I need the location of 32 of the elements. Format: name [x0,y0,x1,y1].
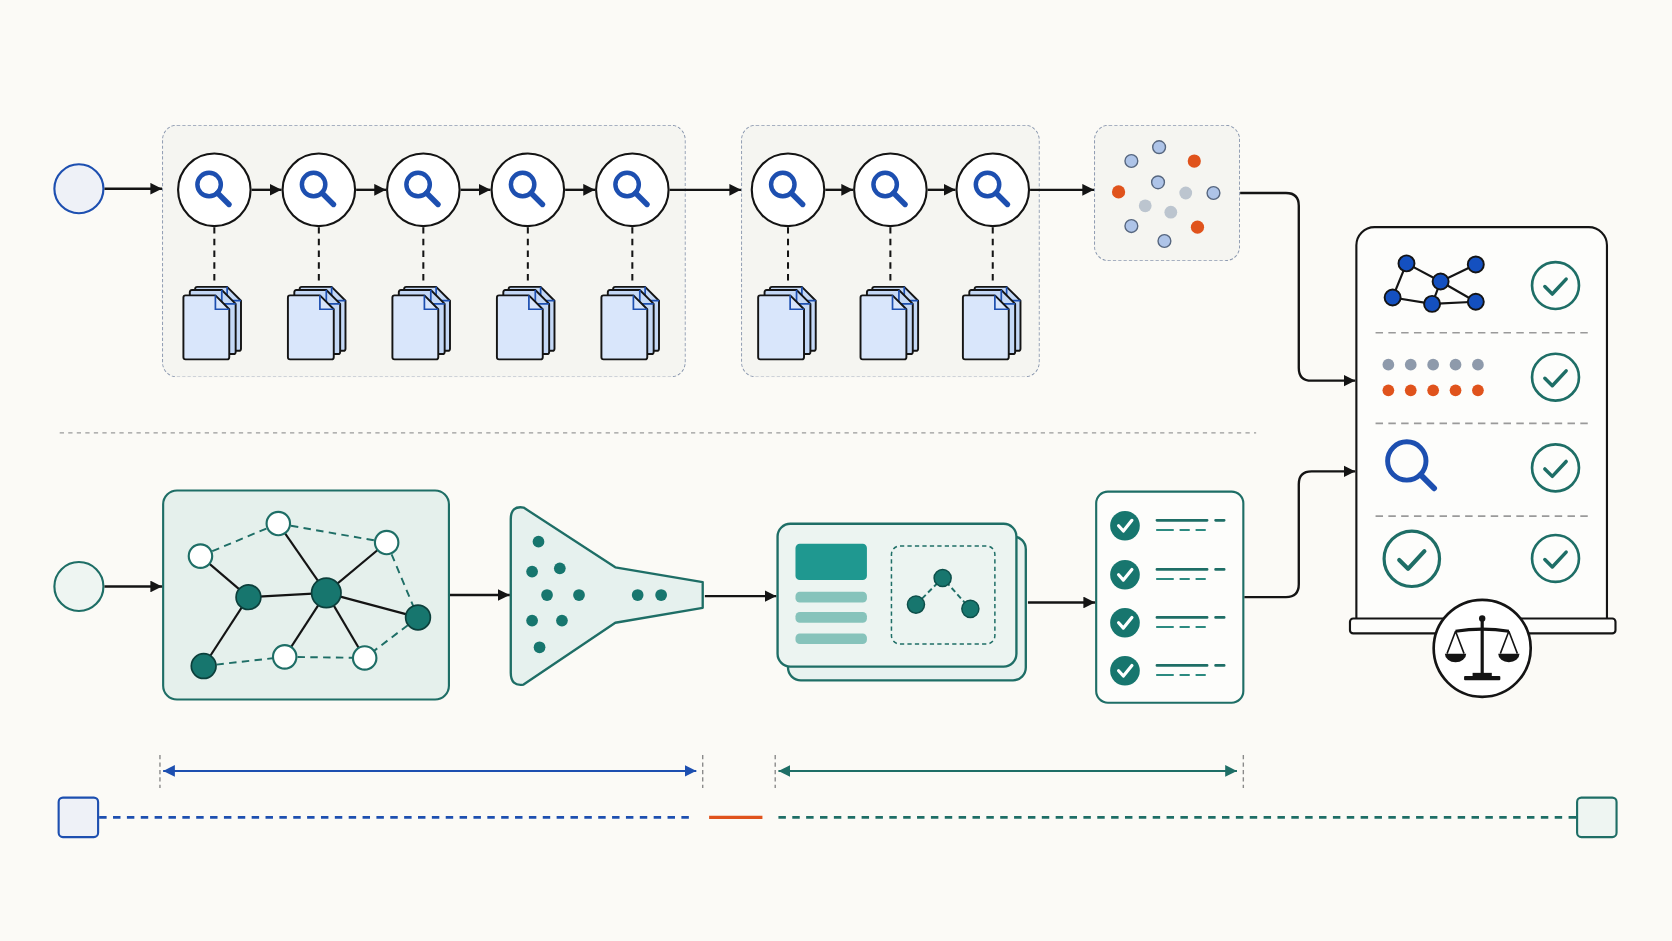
document-stack-icon [495,285,558,360]
document-stack-icon [756,285,819,360]
arrow [704,590,777,602]
arrow [825,183,854,196]
square-node [57,796,100,839]
dashed-box [1094,124,1241,262]
dashed-group-box [162,124,686,378]
elbow-arrow [1244,465,1356,599]
arrow [460,183,491,196]
arrow [927,183,956,196]
square-node [1576,796,1618,839]
document-stack-icon [286,285,349,360]
arrow [104,580,163,593]
dashed-line [99,815,1577,819]
start-circle [53,163,105,215]
arrow [669,183,742,196]
arrow [1030,183,1095,196]
document-stack-icon [599,285,662,360]
document-stack-icon [858,285,921,360]
elbow-arrow [1240,191,1356,387]
arrow [356,183,386,196]
document-stack-icon [390,285,453,360]
arrow [450,589,510,601]
document-stack-icon [181,285,244,360]
arrow [1027,596,1096,609]
document-stack-icon [961,285,1024,360]
dashed-group-box [741,124,1040,378]
stacked-cards [776,522,1028,683]
arrow [565,183,595,196]
arrow [251,183,282,196]
checklist-card [1095,490,1245,704]
arrow [104,182,163,195]
